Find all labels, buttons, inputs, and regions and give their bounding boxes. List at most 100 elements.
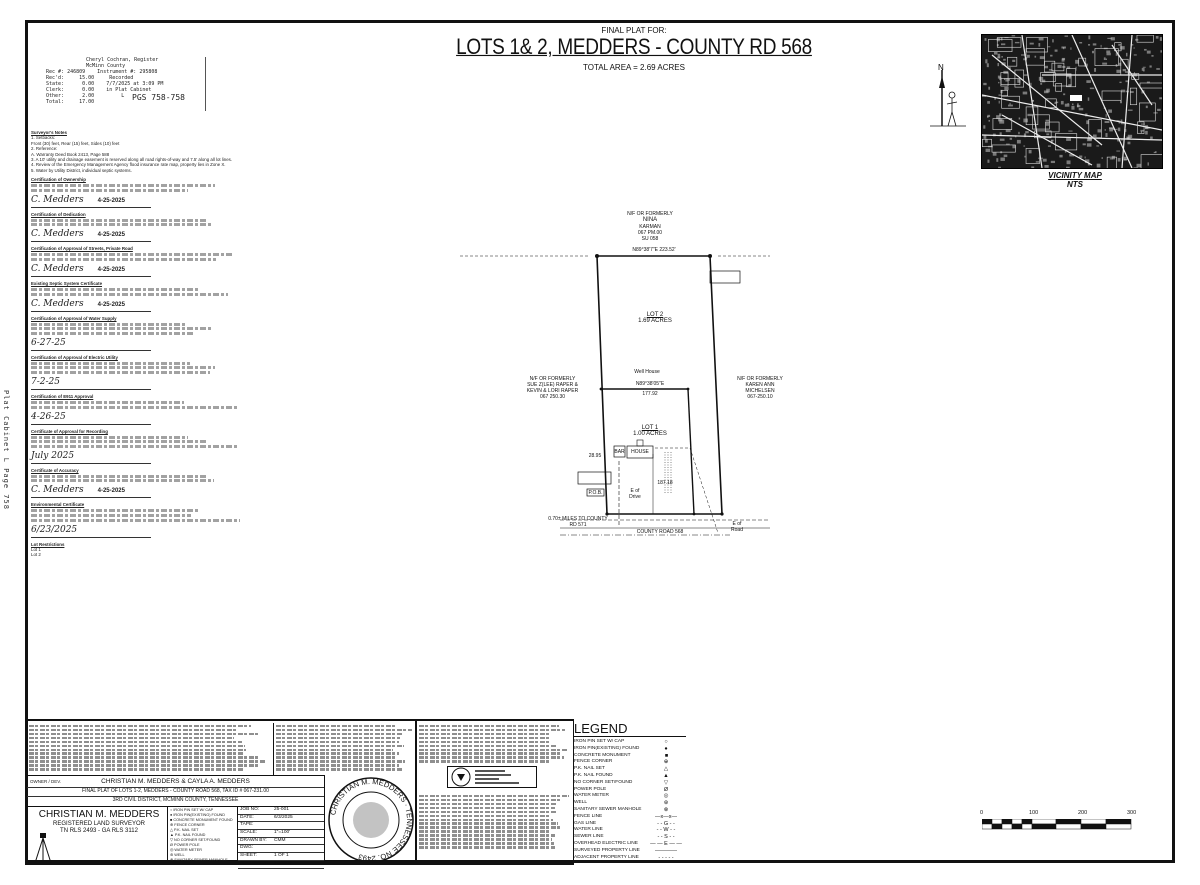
- map-texture: [1084, 159, 1090, 164]
- road-name: COUNTY ROAD 568: [636, 529, 684, 535]
- certificate-heading: Certificate of Approval for Recording: [31, 428, 108, 434]
- title-prefix: FINAL PLAT FOR:: [601, 26, 667, 35]
- map-texture: [1146, 50, 1151, 54]
- map-texture: [1071, 105, 1075, 110]
- map-parcel: [1025, 48, 1045, 66]
- map-road: [1001, 114, 1093, 166]
- map-texture: [1042, 79, 1046, 83]
- pob-label: P.O.B.: [588, 490, 603, 496]
- map-texture: [1045, 122, 1050, 126]
- signature-date: 4-25-2025: [97, 488, 125, 495]
- map-texture: [1087, 44, 1091, 46]
- illegible-text-line: [31, 322, 186, 326]
- map-texture: [1003, 78, 1006, 81]
- illegible-text-line: [276, 724, 395, 727]
- map-texture: [985, 139, 988, 143]
- legend-item: P.K. NAIL SET△: [574, 766, 686, 773]
- map-texture: [1005, 78, 1009, 82]
- legend-item: SURVEYED PROPERTY LINE————: [574, 848, 686, 855]
- map-texture: [1140, 123, 1145, 125]
- signature: C. Medders: [31, 264, 84, 275]
- legend-symbol-icon: —x—x—: [655, 813, 677, 820]
- map-texture: [1038, 43, 1041, 47]
- map-parcel: [1025, 148, 1040, 164]
- map-texture: [1054, 102, 1057, 104]
- owner-label: OWNER / DEV.: [30, 779, 62, 784]
- note-line: A. Warranty Deed Book 2413, Page 588: [31, 151, 110, 157]
- certificate-section: Certification of Approval of Water Suppl…: [31, 316, 247, 351]
- scale-segment: [981, 823, 993, 830]
- map-texture: [1044, 65, 1049, 69]
- map-texture: [1008, 104, 1013, 107]
- legend-symbol-icon: - - G - -: [657, 820, 675, 827]
- symbol-glyph: Ø: [170, 843, 173, 847]
- map-parcel: [988, 39, 1013, 52]
- map-parcel: [1051, 62, 1065, 72]
- stamp-line: Rec #: 246809 Instrument #: 295808: [46, 69, 158, 75]
- lot-1-area: 1.00 ACRES: [633, 431, 667, 437]
- scale-segment: [1021, 818, 1033, 825]
- illegible-text-line: [31, 253, 234, 257]
- map-texture: [1051, 140, 1053, 144]
- signature: 7-2-25: [31, 377, 60, 387]
- map-texture: [1094, 67, 1097, 72]
- map-texture: [1151, 55, 1154, 57]
- owner-line: N/F OR FORMERLY: [737, 376, 783, 382]
- scale-segment: [991, 818, 1003, 825]
- house-label: HOUSE: [631, 449, 649, 455]
- symbol-label: P.K. NAIL FOUND: [174, 833, 206, 837]
- illegible-text-line: [31, 361, 191, 365]
- scale-tick-label: 200: [1078, 810, 1088, 816]
- illegible-text-line: [276, 768, 403, 771]
- map-texture: [1120, 119, 1123, 124]
- map-parcel: [1140, 154, 1162, 168]
- well-house-label: Well House: [634, 369, 660, 375]
- symbol-row: ▲ P.K. NAIL FOUND: [170, 833, 236, 838]
- legend-item-label: IRON PIN SET W/ CAP: [574, 739, 625, 744]
- signature-line: 4-26-25: [31, 411, 151, 425]
- map-texture: [1050, 160, 1056, 164]
- map-texture: [1003, 154, 1008, 158]
- map-texture: [1057, 64, 1062, 68]
- map-texture: [1160, 50, 1162, 53]
- map-texture: [987, 116, 989, 118]
- owner-line: KAREN ANN: [745, 382, 775, 388]
- map-texture: [1086, 143, 1092, 147]
- owner-line: KEVIN & LORI RAPER: [526, 388, 579, 394]
- note-line: Lot 1: [31, 546, 41, 552]
- map-road: [1021, 35, 1043, 168]
- map-texture: [1154, 151, 1157, 153]
- lot-1-east-line: [687, 388, 695, 515]
- surveyor-title: REGISTERED LAND SURVEYOR: [53, 821, 145, 827]
- map-texture: [1024, 155, 1026, 158]
- legend-symbol-icon: ▲: [663, 772, 669, 779]
- map-texture: [999, 113, 1002, 116]
- legend: LEGEND IRON PIN SET W/ CAP○IRON PIN(EXIS…: [574, 722, 686, 861]
- map-texture: [1092, 134, 1097, 138]
- legend-symbol-icon: Ø: [663, 786, 669, 793]
- legend-item-label: SANITARY SEWER MANHOLE: [574, 806, 642, 812]
- legend-symbol-icon: ▽: [663, 779, 669, 786]
- pob-box: [586, 488, 605, 497]
- map-texture: [1018, 117, 1021, 120]
- map-texture: [1071, 103, 1074, 106]
- symbol-label: P.K. NAIL SET: [173, 828, 199, 832]
- certificate-heading: Certificate of Accuracy: [31, 467, 79, 473]
- legend-item-label: FENCE CORNER: [574, 759, 613, 765]
- map-texture: [1061, 58, 1065, 62]
- scale-segment: [1021, 823, 1033, 830]
- job-info-label: TAPE:: [240, 822, 254, 828]
- legend-item: SANITARY SEWER MANHOLE⊗: [574, 807, 686, 814]
- map-parcel: [1094, 48, 1119, 66]
- job-info-row: DATE:6/3/2025: [238, 815, 324, 823]
- map-texture: [1153, 151, 1157, 154]
- stamp-line: Clerk: 0.00 in Plat Cabinet: [46, 87, 152, 93]
- symbol-row: △ P.K. NAIL SET: [170, 828, 236, 833]
- map-texture: [1144, 48, 1147, 51]
- legend-symbol-icon: △: [663, 766, 669, 773]
- job-info-row: TAPE:: [238, 822, 324, 831]
- job-info-value: 6/3/2025: [274, 814, 293, 820]
